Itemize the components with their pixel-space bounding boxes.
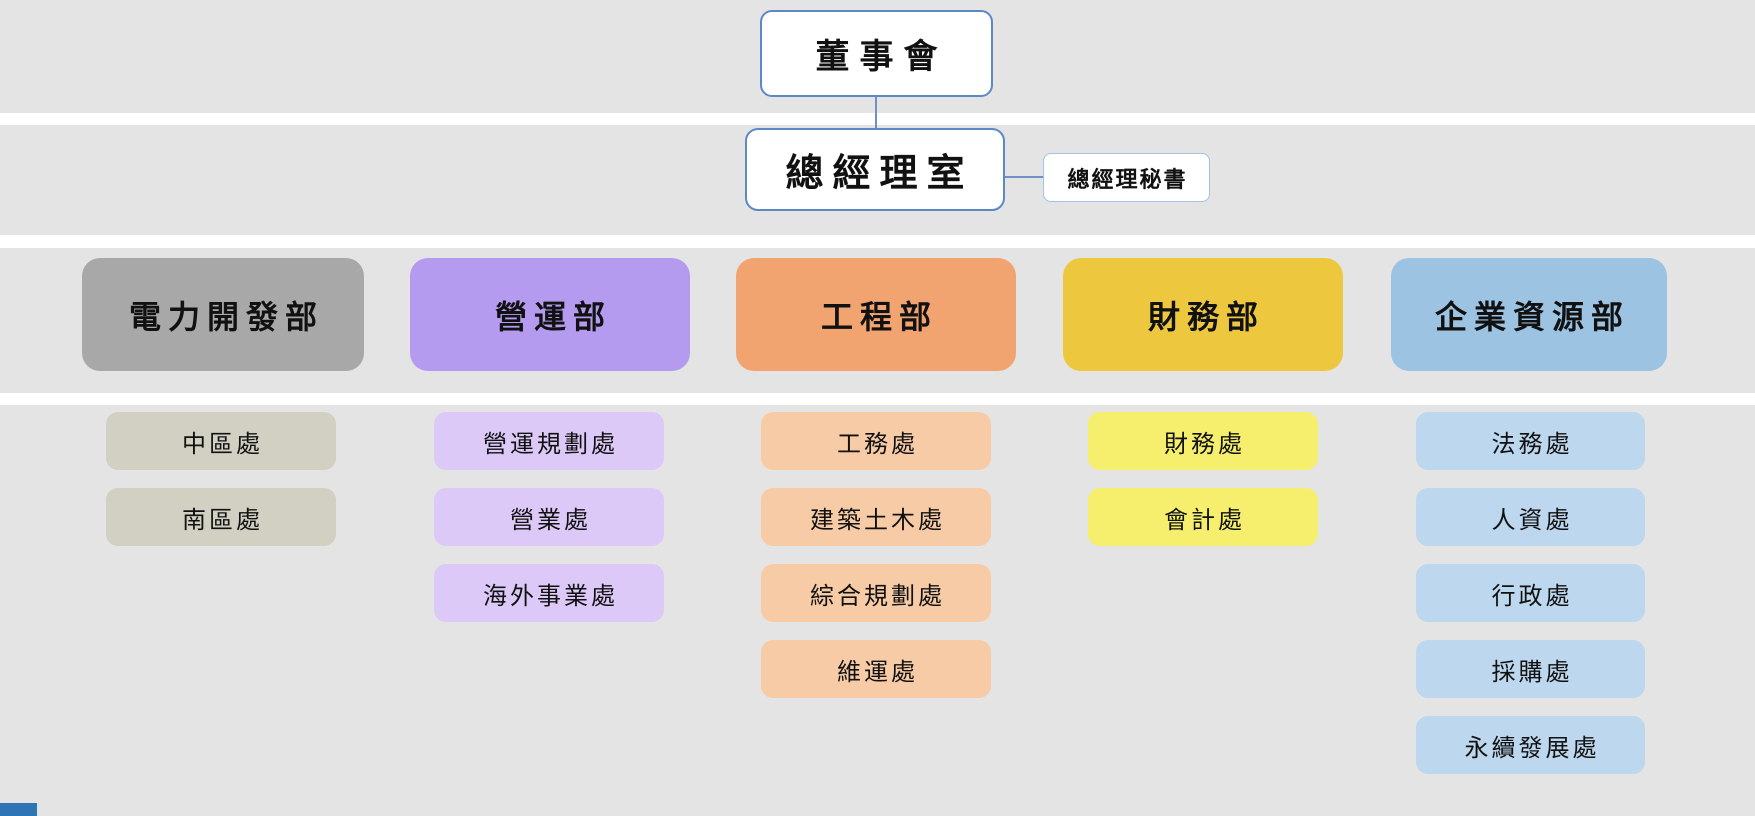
row-separator-2 [0, 235, 1755, 248]
row-separator-1 [0, 113, 1755, 125]
dept-finance[interactable]: 財務部 [1063, 258, 1343, 371]
org-node-gm-secretary[interactable]: 總經理秘書 [1043, 153, 1210, 202]
subunit-overseas-business[interactable]: 海外事業處 [434, 564, 664, 622]
subunit-architecture-civil[interactable]: 建築土木處 [761, 488, 991, 546]
subunit-construction-affairs[interactable]: 工務處 [761, 412, 991, 470]
connector-gm-secretary [1005, 176, 1043, 178]
dept-power-development[interactable]: 電力開發部 [82, 258, 364, 371]
connector-board-gm [875, 97, 877, 129]
corner-accent-shape [0, 803, 37, 816]
subunit-maintenance-operations[interactable]: 維運處 [761, 640, 991, 698]
subunit-accounting-office[interactable]: 會計處 [1088, 488, 1318, 546]
subunit-operations-planning[interactable]: 營運規劃處 [434, 412, 664, 470]
row-separator-3 [0, 393, 1755, 405]
subunit-sales[interactable]: 營業處 [434, 488, 664, 546]
subunit-finance-office[interactable]: 財務處 [1088, 412, 1318, 470]
dept-operations[interactable]: 營運部 [410, 258, 690, 371]
subunit-comprehensive-planning[interactable]: 綜合規劃處 [761, 564, 991, 622]
org-node-general-manager-office[interactable]: 總經理室 [745, 128, 1005, 211]
subunit-south-region[interactable]: 南區處 [106, 488, 336, 546]
subunit-human-resources[interactable]: 人資處 [1416, 488, 1645, 546]
subunit-legal-affairs[interactable]: 法務處 [1416, 412, 1645, 470]
dept-engineering[interactable]: 工程部 [736, 258, 1016, 371]
subunit-central-region[interactable]: 中區處 [106, 412, 336, 470]
dept-corporate-resources[interactable]: 企業資源部 [1391, 258, 1667, 371]
org-node-board-of-directors[interactable]: 董事會 [760, 10, 993, 97]
subunit-sustainable-development[interactable]: 永續發展處 [1416, 716, 1645, 774]
subunit-administration[interactable]: 行政處 [1416, 564, 1645, 622]
subunit-procurement[interactable]: 採購處 [1416, 640, 1645, 698]
